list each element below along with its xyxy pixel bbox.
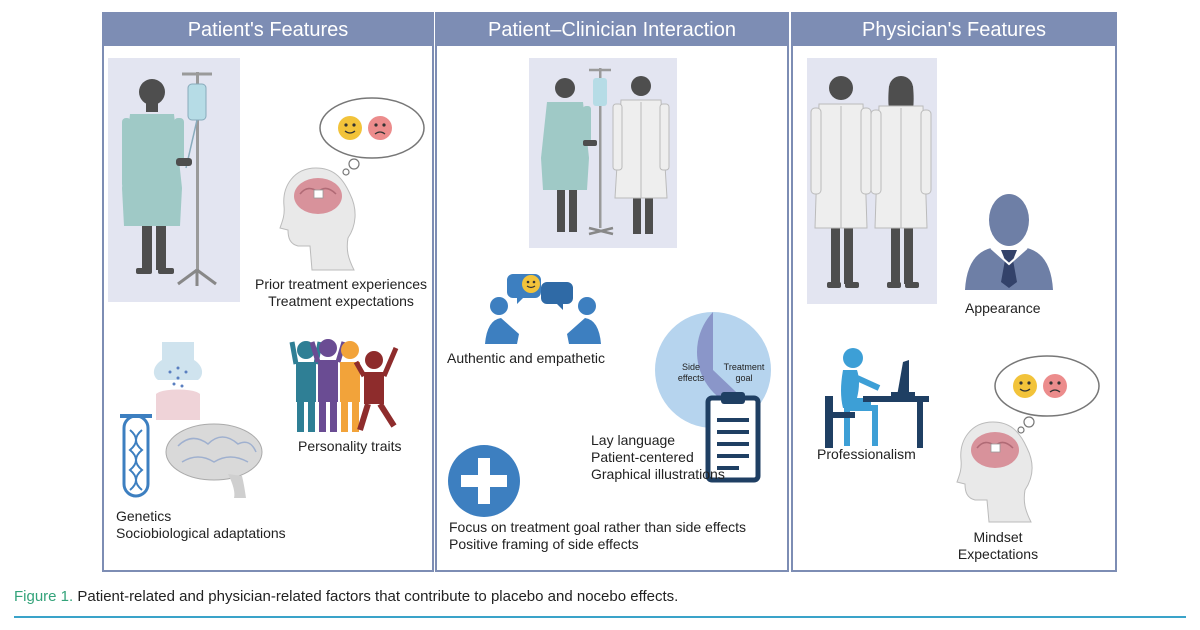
dna-test-tube-icon	[120, 414, 152, 498]
physicians-illustration	[810, 76, 932, 288]
patient-clinician-illustration	[541, 68, 670, 236]
pie-goal-label-line2: goal	[735, 373, 753, 383]
synapse-icon	[153, 342, 203, 420]
professionalism-label: Professionalism	[817, 446, 916, 462]
positive-framing-label: Positive framing of side effects	[449, 536, 639, 552]
caption-divider	[14, 616, 1186, 618]
pie-treatment-goal-label: Treatment goal	[719, 362, 769, 384]
prior-treatment-label: Prior treatment experiences	[255, 276, 427, 292]
patient-features-title: Patient's Features	[104, 14, 432, 46]
appearance-label: Appearance	[965, 300, 1041, 316]
head-with-brain-illustration	[279, 167, 356, 271]
focus-goal-label: Focus on treatment goal rather than side…	[449, 519, 747, 535]
emotion-thought-bubble	[319, 97, 425, 176]
authentic-empathetic-label: Authentic and empathetic	[447, 350, 605, 366]
figure-caption-text: Patient-related and physician-related fa…	[73, 588, 679, 605]
pie-side-label-line1: Side	[681, 362, 700, 372]
personality-people-icon	[289, 339, 399, 432]
physician-features-title: Physician's Features	[793, 14, 1115, 46]
graphical-illustrations-label: Graphical illustrations	[591, 466, 725, 482]
physician-emotion-thought-bubble	[994, 355, 1100, 434]
personality-traits-label: Personality traits	[298, 438, 402, 454]
pie-side-label-line2: effects	[677, 373, 705, 383]
plus-circle-icon	[448, 445, 520, 517]
figure-label: Figure 1.	[14, 588, 74, 605]
physician-features-panel: Physician's Features Appearance	[791, 12, 1117, 572]
treatment-expectations-label: Treatment expectations	[268, 293, 414, 309]
figure-caption: Figure 1. Patient-related and physician-…	[14, 588, 678, 605]
appearance-avatar-icon	[965, 194, 1053, 290]
interaction-panel: Patient–Clinician Interaction	[435, 12, 789, 572]
brain-icon	[165, 423, 263, 498]
lay-language-label: Lay language	[591, 432, 676, 448]
patient-centered-label: Patient-centered	[591, 449, 694, 465]
pie-side-effects-label: Side effects	[669, 362, 713, 384]
patient-features-panel: Patient's Features	[102, 12, 434, 572]
pie-goal-label-line1: Treatment	[723, 362, 765, 372]
physician-head-brain-illustration	[956, 421, 1033, 523]
clipboard-icon	[705, 392, 761, 483]
mindset-label: Mindset	[973, 529, 1023, 545]
conversation-icon	[485, 274, 601, 344]
expectations-label: Expectations	[957, 546, 1039, 562]
sociobiological-label: Sociobiological adaptations	[116, 525, 286, 541]
genetics-label: Genetics	[116, 508, 172, 524]
professional-at-desk-icon	[825, 348, 929, 448]
patient-with-iv-illustration	[122, 72, 217, 286]
interaction-title: Patient–Clinician Interaction	[437, 14, 787, 46]
